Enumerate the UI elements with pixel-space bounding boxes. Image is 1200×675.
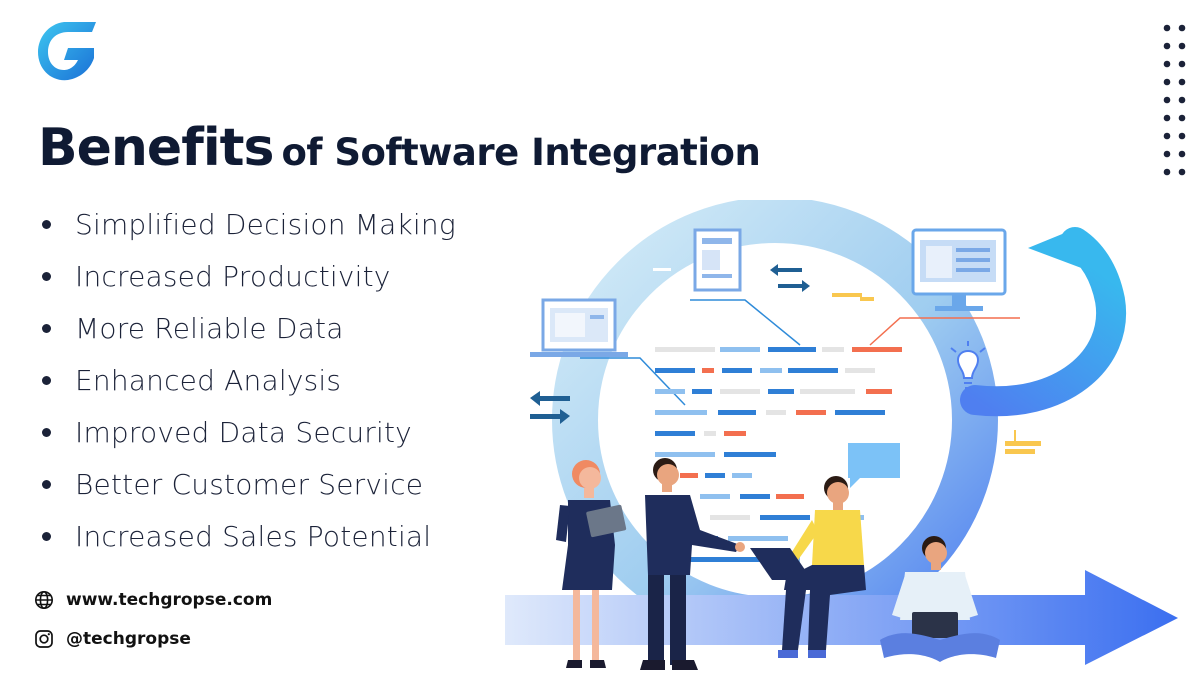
benefit-label: Improved Data Security xyxy=(75,415,412,449)
bullet-dot xyxy=(42,375,51,385)
code-lines xyxy=(653,268,902,562)
person-man-with-laptop xyxy=(750,476,866,658)
instagram-icon xyxy=(35,630,53,648)
person-man-standing xyxy=(640,458,745,670)
benefits-list: Simplified Decision Making Increased Pro… xyxy=(40,198,456,562)
benefit-label: Better Customer Service xyxy=(75,467,424,501)
benefit-label: Simplified Decision Making xyxy=(75,207,456,241)
benefit-label: Enhanced Analysis xyxy=(75,363,342,397)
techgropse-logo-icon xyxy=(38,22,96,81)
accent-bars xyxy=(832,293,1041,454)
chat-bubble-icon xyxy=(848,443,900,488)
benefit-item: Simplified Decision Making xyxy=(40,198,456,250)
refresh-arrow-shape xyxy=(960,227,1127,417)
bullet-dot xyxy=(42,479,51,489)
title-rest: of Software Integration xyxy=(281,131,761,174)
decorative-dot-grid xyxy=(1163,24,1186,176)
sync-arrows-icon xyxy=(530,264,810,424)
person-woman-with-tablet xyxy=(556,460,627,668)
benefit-label: More Reliable Data xyxy=(75,311,344,345)
title-emphasis: Benefits xyxy=(38,118,274,178)
website-link[interactable]: www.techgropse.com xyxy=(66,590,273,610)
bullet-dot xyxy=(42,323,51,333)
lightbulb-icon xyxy=(950,341,986,389)
bullet-dot xyxy=(42,219,51,229)
person-man-sitting-cross-legged xyxy=(880,536,1000,662)
benefit-item: Better Customer Service xyxy=(40,458,456,510)
bullet-dot xyxy=(42,427,51,437)
software-integration-illustration xyxy=(505,200,1178,670)
bullet-dot xyxy=(42,271,51,281)
benefit-item: Increased Productivity xyxy=(40,250,456,302)
social-handle[interactable]: @techgropse xyxy=(66,629,191,649)
document-icon xyxy=(693,228,742,292)
website-contact[interactable]: www.techgropse.com xyxy=(34,590,272,610)
laptop-icon xyxy=(530,298,628,357)
benefit-item: Enhanced Analysis xyxy=(40,354,456,406)
benefit-label: Increased Sales Potential xyxy=(75,519,432,553)
benefit-item: Improved Data Security xyxy=(40,406,456,458)
bullet-dot xyxy=(42,531,51,541)
desktop-monitor-icon xyxy=(911,228,1007,311)
benefit-item: More Reliable Data xyxy=(40,302,456,354)
benefit-item: Increased Sales Potential xyxy=(40,510,456,562)
social-contact[interactable]: @techgropse xyxy=(34,629,191,649)
benefit-label: Increased Productivity xyxy=(75,259,391,293)
globe-icon xyxy=(35,591,53,609)
